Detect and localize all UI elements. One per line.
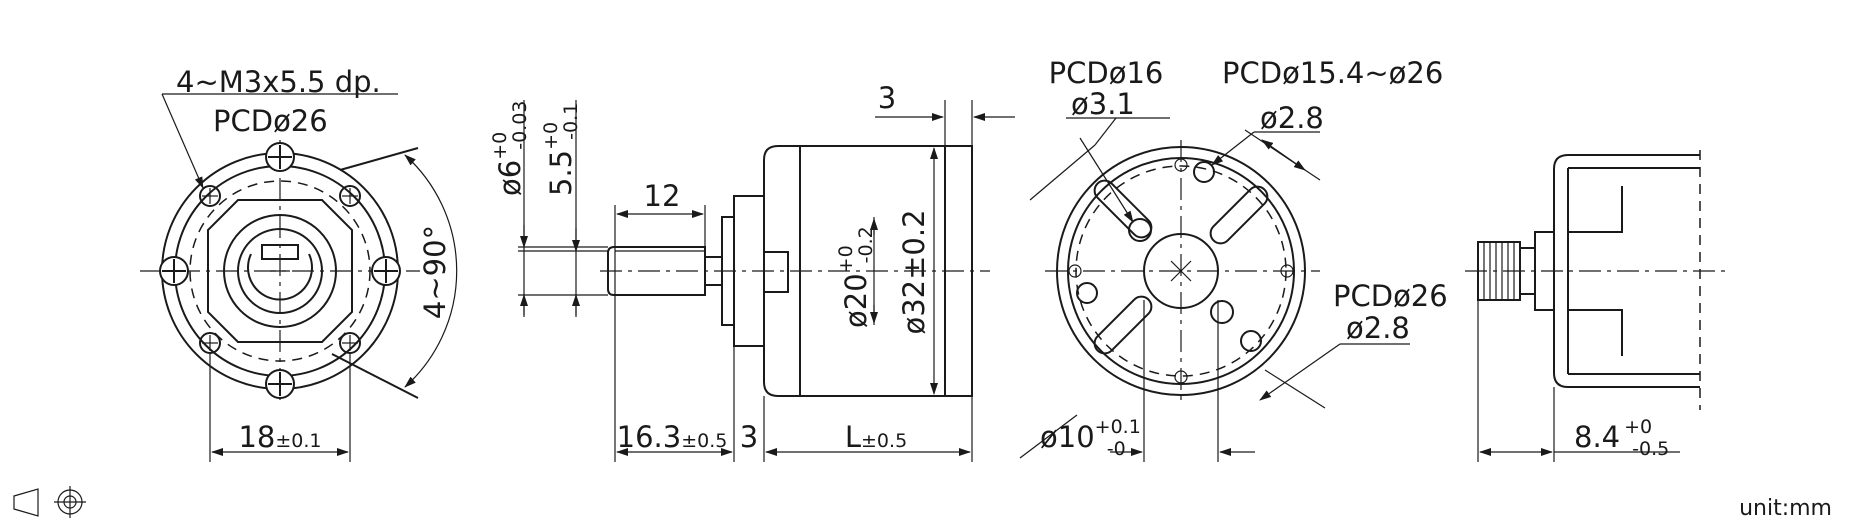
shaft-flat-value: 5.5: [544, 150, 578, 196]
screw-bottom: [265, 369, 295, 399]
shaft-dia-value: ø6: [493, 160, 527, 196]
motor-length-text: 8.4+0-0.5: [1574, 416, 1669, 460]
shaft-length-value: 16.3: [617, 420, 682, 454]
thread-leader: [161, 93, 204, 189]
front-width-dim: 18±0.1: [238, 420, 321, 454]
pcd154-label: PCDø15.4~ø26: [1222, 56, 1443, 90]
m3-hole-br: [339, 332, 361, 354]
third-angle-projection-icon: [13, 486, 86, 518]
body-length-text: L±0.5: [845, 420, 907, 454]
rear-slot-lower-left: [1093, 295, 1153, 355]
rear-slot-upper-right: [1209, 185, 1269, 245]
end-thickness-label: 3: [878, 81, 896, 115]
flat-length-label: 12: [644, 179, 681, 213]
rear-center-x2: [1170, 260, 1192, 282]
bearing-boss: [764, 251, 789, 293]
boss-dia-tol-upper: +0: [835, 245, 857, 273]
hole28a-leader: [1211, 131, 1255, 166]
shaft-length-tol: ±0.5: [681, 430, 727, 452]
boss-dia-value: ø20: [839, 273, 873, 328]
pcd26-ext: [1264, 369, 1326, 409]
width-tolerance: ±0.1: [275, 430, 321, 452]
screw-top: [265, 142, 295, 172]
pcd26-leader: [1259, 343, 1341, 401]
motor-view: 8.4+0-0.5: [1465, 150, 1730, 462]
screw-left: [159, 256, 189, 286]
center-dia-value: ø10: [1040, 420, 1095, 454]
motor-length-tol-lower: -0.5: [1632, 438, 1669, 460]
hole31-label: ø3.1: [1071, 87, 1135, 121]
motor-length-tol-upper: +0: [1624, 416, 1652, 438]
shaft-flat-tol-upper: +0: [540, 122, 562, 150]
rear-hole-28-lr: [1240, 330, 1262, 352]
shaft-dia-tol-lower: -0.03: [509, 101, 531, 150]
body-dia-label: ø32±0.2: [897, 209, 931, 334]
m3-hole-tl: [199, 185, 221, 207]
motor-inner-edges: [1568, 167, 1700, 375]
rear-slot-upper-left: [1093, 179, 1153, 239]
boss-dia-dim: ø20+0-0.2: [835, 226, 877, 328]
shaft-flat-tol-lower: -0.1: [560, 103, 582, 140]
pcd16-label: PCDø16: [1049, 56, 1164, 90]
thread-label: 4~M3x5.5 dp.: [176, 65, 381, 99]
pcd16-leader-b: [1094, 117, 1117, 146]
angle-ext-bottom: [331, 353, 419, 399]
hole28b-label: ø2.8: [1346, 311, 1410, 345]
side-view: ø6+0-0.03 5.5+0-0.1 12 ø20+0-0.2 ø32±0.2…: [489, 81, 1015, 462]
screw-right: [371, 256, 401, 286]
pcd26-rear-label: PCDø26: [1333, 279, 1448, 313]
pcd16-leader-a: [1029, 144, 1096, 201]
shaft-dia-tol-upper: +0: [489, 132, 511, 160]
hole31-leader: [1079, 137, 1134, 223]
front-boss-octagon: [207, 199, 353, 343]
front-view: 4~M3x5.5 dp. PCDø26 4~90° 18±0.1: [140, 65, 458, 462]
width-value: 18: [238, 420, 275, 454]
rear-hole-28-left: [1076, 282, 1098, 304]
angle-label: 4~90°: [418, 225, 452, 319]
center-dia-tol-upper: +0.1: [1095, 416, 1141, 438]
hole28a-label: ø2.8: [1260, 101, 1324, 135]
center-dia-dim: ø10+0.1-0: [1040, 416, 1141, 460]
shaft-dia-dim: ø6+0-0.03: [489, 101, 531, 196]
rear-hole-31-ul: [1128, 218, 1152, 242]
rear-small-hole-right: [1280, 264, 1294, 278]
m3-hole-tr: [339, 185, 361, 207]
rear-hole-28-top: [1193, 161, 1215, 183]
rear-hole-31-lr: [1210, 300, 1234, 324]
body-length-tol: ±0.5: [861, 430, 907, 452]
angle-ext-top: [339, 147, 419, 171]
angle-arc: [404, 154, 458, 388]
boss-dia-tol-lower: -0.2: [855, 226, 877, 263]
rear-view: PCDø16 ø3.1 PCDø15.4~ø26 ø2.8 PCDø26 ø2.…: [1019, 56, 1448, 462]
shaft-flat-dim: 5.5+0-0.1: [540, 103, 582, 196]
shaft-length-text: 16.3±0.5: [617, 420, 728, 454]
pcd154-dim: [1261, 139, 1306, 171]
motor-length-value: 8.4: [1574, 420, 1620, 454]
unit-label: unit:mm: [1739, 496, 1832, 521]
rear-small-hole-top: [1174, 158, 1188, 172]
front-pcd-label: PCDø26: [213, 104, 328, 138]
rear-small-hole-bottom: [1174, 370, 1188, 384]
motor-window-lines: [1568, 186, 1623, 356]
body-length-value: L: [845, 420, 861, 454]
flange-thickness-label: 3: [740, 420, 758, 454]
center-dia-tol-lower: -0: [1107, 438, 1126, 460]
rear-diag-tick: [1019, 414, 1078, 459]
m3-hole-bl: [199, 332, 221, 354]
rear-small-hole-left: [1068, 264, 1082, 278]
shaft-outline: [607, 246, 723, 296]
